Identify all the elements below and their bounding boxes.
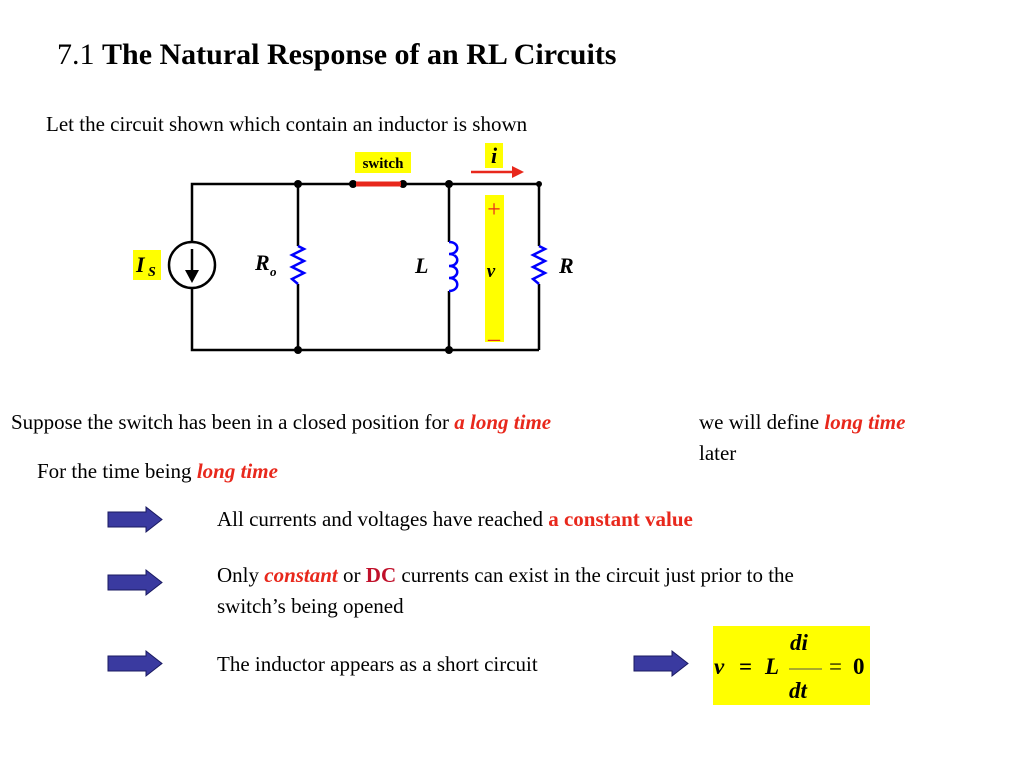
arrow-icon xyxy=(107,649,163,678)
r0-label: R xyxy=(254,250,270,275)
bullet-2: Only constant or DC currents can exist i… xyxy=(217,563,794,588)
current-source xyxy=(167,240,217,290)
current-arrow xyxy=(471,166,524,178)
bullet-2-emphasis-2: DC xyxy=(365,563,397,587)
equation-v: v xyxy=(714,654,725,679)
bullet-2-emphasis-1: constant xyxy=(264,563,338,587)
resistor-label: R xyxy=(558,253,574,278)
define-emphasis: long time xyxy=(824,410,906,434)
suppose-prefix: Suppose the switch has been in a closed … xyxy=(11,410,455,434)
equation: v = L di dt = 0 xyxy=(714,630,865,703)
source-label: I xyxy=(135,252,146,277)
define-suffix: later xyxy=(699,441,737,465)
bullet-1: All currents and voltages have reached a… xyxy=(217,507,693,532)
current-label-bg xyxy=(485,143,503,168)
arrow-icon xyxy=(107,568,163,597)
current-label: i xyxy=(491,143,498,168)
voltage-label: v xyxy=(487,261,496,282)
arrow-icon xyxy=(107,505,163,534)
bullet-2-line-2: switch’s being opened xyxy=(217,594,404,618)
intro-text: Let the circuit shown which contain an i… xyxy=(46,112,528,136)
voltage-plus: + xyxy=(487,197,501,223)
equation-denominator: dt xyxy=(789,678,808,703)
switch-label-bg xyxy=(355,152,411,173)
bullet-2-mid: or xyxy=(337,563,366,587)
title-number: 7.1 xyxy=(57,38,95,71)
source-subscript: S xyxy=(148,265,156,280)
define-text: we will define long time xyxy=(699,410,905,435)
r-resistor xyxy=(530,244,548,285)
time-being-emphasis: long time xyxy=(196,459,278,483)
arrow-icon xyxy=(633,649,689,678)
bullet-2-prefix: Only xyxy=(217,563,265,587)
equation-equals-2: = xyxy=(829,654,842,679)
time-being-prefix: For the time being xyxy=(37,459,197,483)
bullet-1-emphasis: a constant value xyxy=(548,507,693,531)
equation-numerator: di xyxy=(790,630,809,655)
suppose-text: Suppose the switch has been in a closed … xyxy=(11,410,551,435)
voltage-label-bg xyxy=(485,195,504,342)
suppose-emphasis: a long time xyxy=(454,410,552,434)
r0-resistor xyxy=(289,244,307,285)
time-being-text: For the time being long time xyxy=(37,459,278,484)
equation-box: v = L di dt = 0 xyxy=(713,626,870,705)
equation-zero: 0 xyxy=(853,654,865,679)
inductor-label: L xyxy=(414,253,428,278)
equation-equals: = xyxy=(739,654,752,679)
define-prefix: we will define xyxy=(699,410,825,434)
bullet-3: The inductor appears as a short circuit xyxy=(217,652,538,676)
switch-label: switch xyxy=(363,156,404,172)
page-title: 7.1 The Natural Response of an RL Circui… xyxy=(57,38,616,72)
bullet-1-prefix: All currents and voltages have reached xyxy=(217,507,549,531)
r0-subscript: o xyxy=(270,264,277,279)
source-label-bg xyxy=(133,250,161,280)
bullet-2-suffix: currents can exist in the circuit just p… xyxy=(396,563,794,587)
title-text: The Natural Response of an RL Circuits xyxy=(102,38,617,71)
voltage-minus: _ xyxy=(487,318,501,344)
equation-l: L xyxy=(764,654,779,679)
inductor-coil xyxy=(448,240,459,293)
